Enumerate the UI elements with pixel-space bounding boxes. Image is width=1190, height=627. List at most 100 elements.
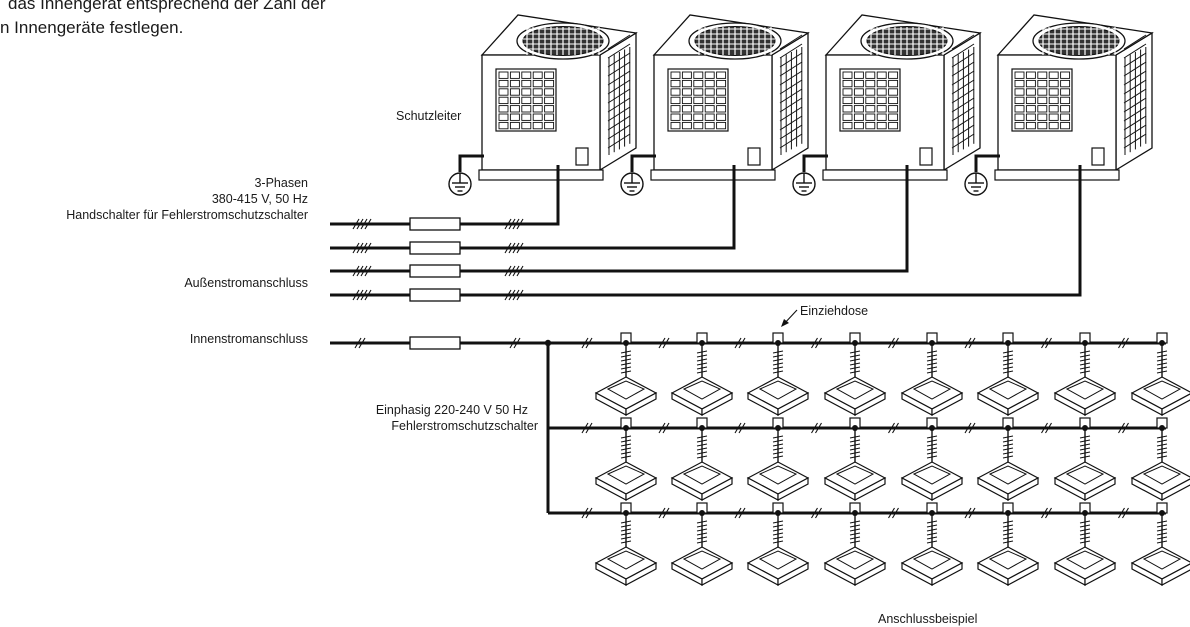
indoor-cassette-unit <box>900 461 964 501</box>
label-aussenstromanschluss: Außenstromanschluss <box>184 276 308 290</box>
indoor-cassette-unit <box>746 461 810 501</box>
breaker-box <box>409 264 461 278</box>
label-einziehdose: Einziehdose <box>800 304 869 318</box>
wire-count-marker <box>964 337 976 349</box>
wire-count-marker <box>658 422 670 434</box>
indoor-cassette-unit <box>594 376 658 416</box>
breaker-box <box>409 241 461 255</box>
label-anschlussbeispiel: Anschlussbeispiel <box>878 612 978 626</box>
side-louvre <box>1123 34 1147 155</box>
unit-side-face <box>1115 31 1153 172</box>
terminal-box <box>1091 147 1105 166</box>
indoor-cassette-unit <box>823 546 887 586</box>
ground-symbol <box>448 172 472 196</box>
label-innenstromanschluss: Innenstromanschluss <box>189 332 308 346</box>
indoor-cassette-unit <box>1053 546 1117 586</box>
wire-count-marker <box>509 337 521 349</box>
ground-wire <box>630 154 656 172</box>
wire-count-marker <box>504 265 524 277</box>
wire-count-marker <box>811 422 822 434</box>
wire-count-marker <box>658 337 670 349</box>
ground-symbol <box>620 172 644 196</box>
terminal-box <box>747 147 761 166</box>
wire-count-marker <box>352 242 372 254</box>
terminal-box <box>919 147 933 166</box>
einziehdose-arrowhead <box>781 319 789 327</box>
indoor-cassette-unit <box>1053 461 1117 501</box>
wire-count-marker <box>1041 337 1052 349</box>
wire-count-marker <box>581 422 593 434</box>
outdoor-power-line <box>460 165 1082 297</box>
label-handschalter: Handschalter für Fehlerstromschutzschalt… <box>66 208 308 222</box>
breaker-box <box>409 217 461 231</box>
indoor-cassette-unit <box>1130 376 1190 416</box>
breaker-box <box>409 336 461 350</box>
unit-side-face <box>943 31 981 172</box>
indoor-cassette-unit <box>1130 546 1190 586</box>
wire-count-marker <box>581 507 593 519</box>
ground-wire <box>974 154 1000 172</box>
unit-base <box>650 169 776 181</box>
indoor-cassette-unit <box>823 461 887 501</box>
wire-count-marker <box>888 507 899 519</box>
intro-line-1: das Innengerät entsprechend der Zahl der <box>8 0 326 13</box>
wire-count-marker <box>1041 422 1052 434</box>
outdoor-power-line <box>460 165 560 226</box>
indoor-cassette-unit <box>746 546 810 586</box>
wire-count-marker <box>352 265 372 277</box>
unit-side-face <box>771 31 809 172</box>
indoor-cassette-unit <box>670 376 734 416</box>
intro-text: das Innengerät entsprechend der Zahl der… <box>0 0 326 40</box>
indoor-cassette-unit <box>976 461 1040 501</box>
wire-count-marker <box>1118 507 1129 519</box>
wire-count-marker <box>964 507 976 519</box>
indoor-cassette-unit <box>976 546 1040 586</box>
unit-base <box>822 169 948 181</box>
label-voltage-3phase: 380-415 V, 50 Hz <box>211 192 308 206</box>
wire-count-marker <box>352 289 372 301</box>
wire-count-marker <box>734 422 746 434</box>
side-louvre <box>951 34 975 155</box>
outdoor-unit <box>994 14 1154 181</box>
wire-count-marker <box>811 507 822 519</box>
ground-symbol <box>964 172 988 196</box>
ground-wire <box>802 154 828 172</box>
indoor-cassette-unit <box>670 546 734 586</box>
label-einphasig: Einphasig 220-240 V 50 Hz <box>375 403 528 417</box>
wire-count-marker <box>1118 422 1129 434</box>
label-fehlerstromschutzschalter: Fehlerstromschutzschalter <box>391 419 538 433</box>
unit-base <box>994 169 1120 181</box>
label-schutzleiter: Schutzleiter <box>396 109 462 123</box>
wire-count-marker <box>811 337 822 349</box>
wire-count-marker <box>352 218 372 230</box>
indoor-cassette-unit <box>900 376 964 416</box>
wire-count-marker <box>734 507 746 519</box>
wire-count-marker <box>504 218 524 230</box>
wire-count-marker <box>504 242 524 254</box>
wire-count-marker <box>658 507 670 519</box>
indoor-cassette-unit <box>1053 376 1117 416</box>
intro-line-2: n Innengeräte festlegen. <box>0 18 184 37</box>
wire-count-marker <box>504 289 524 301</box>
wire-count-marker <box>964 422 976 434</box>
wire-count-marker <box>1118 337 1129 349</box>
wire-count-marker <box>888 337 899 349</box>
wire-count-marker <box>734 337 746 349</box>
unit-base <box>478 169 604 181</box>
ground-wire <box>458 154 484 172</box>
side-louvre <box>607 34 631 155</box>
outdoor-unit <box>650 14 810 181</box>
wire-count-marker <box>1041 507 1052 519</box>
indoor-cassette-unit <box>823 376 887 416</box>
unit-side-face <box>599 31 637 172</box>
indoor-cassette-unit <box>594 546 658 586</box>
outdoor-unit <box>822 14 982 181</box>
indoor-cassette-unit <box>746 376 810 416</box>
side-louvre <box>779 34 803 155</box>
label-3-phasen: 3-Phasen <box>254 176 308 190</box>
breaker-box <box>409 288 461 302</box>
outdoor-power-line <box>460 165 736 250</box>
indoor-cassette-unit <box>900 546 964 586</box>
wire-count-marker <box>354 337 366 349</box>
